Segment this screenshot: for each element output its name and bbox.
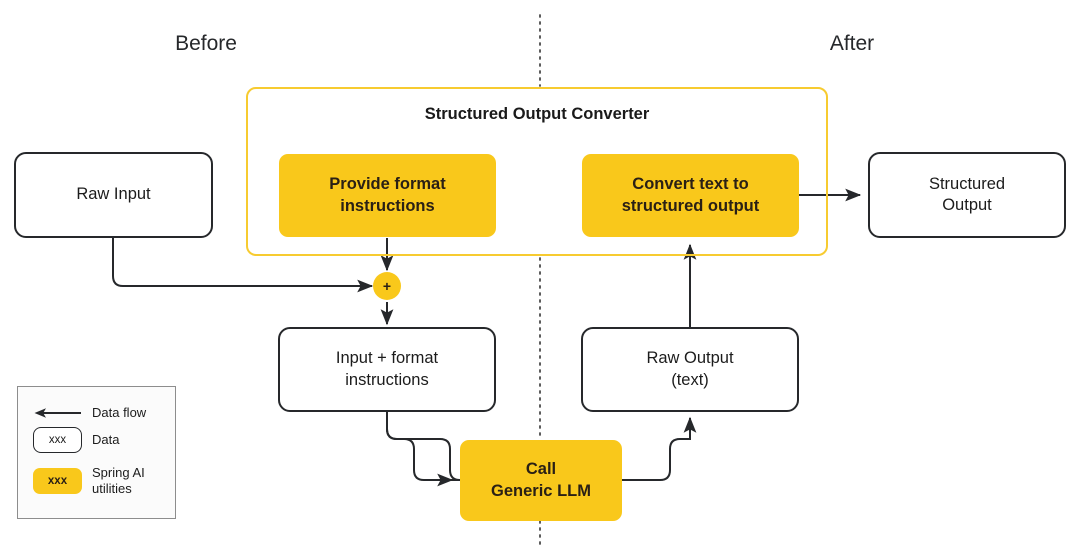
node-provide-format-instructions[interactable]: Provide format instructions (279, 154, 496, 237)
node-structured-output[interactable]: Structured Output (868, 152, 1066, 238)
legend-label-data-flow: Data flow (92, 405, 147, 420)
node-input-plus-format-instructions[interactable]: Input + format instructions (278, 327, 496, 412)
node-convert-text-to-structured-output-label: Convert text to structured output (621, 175, 760, 215)
legend-label-data: Data (92, 431, 120, 447)
legend-item-data: xxx Data (33, 427, 119, 453)
node-convert-text-to-structured-output[interactable]: Convert text to structured output (582, 154, 799, 237)
phase-label-before: Before (175, 32, 237, 55)
node-call-generic-llm[interactable]: Call Generic LLM (460, 440, 622, 521)
phase-label-after: After (829, 32, 875, 55)
node-merge-junction[interactable]: + (373, 272, 401, 300)
legend-item-data-flow: Data flow (33, 405, 146, 421)
node-structured-output-label: Structured Output (928, 174, 1006, 214)
merge-plus-label: + (382, 278, 392, 294)
node-call-generic-llm-label: Call Generic LLM (491, 460, 591, 500)
node-raw-output-text-label: Raw Output (text) (646, 349, 734, 389)
node-raw-input[interactable]: Raw Input (14, 152, 213, 238)
legend-swatch-data-text: xxx (48, 434, 67, 446)
legend-swatch-data: xxx (33, 427, 82, 453)
legend-item-spring-ai-utilities: xxx Spring AI utilities (33, 465, 145, 498)
structured-output-converter-group (246, 87, 828, 256)
edge-call-llm-to-raw-output (622, 416, 697, 481)
edge-input-format-to-call-llm-arrow (386, 411, 454, 487)
legend-swatch-spring-ai-utilities: xxx (33, 468, 82, 495)
node-provide-format-instructions-label: Provide format instructions (329, 175, 446, 215)
data-flow-arrow-icon (33, 406, 82, 420)
node-raw-output-text[interactable]: Raw Output (text) (581, 327, 799, 412)
edge-input-format-to-call-llm (386, 411, 461, 481)
legend-label-spring-ai-utilities: Spring AI utilities (92, 465, 145, 497)
node-input-plus-format-instructions-label: Input + format instructions (335, 349, 439, 389)
structured-output-converter-title: Structured Output Converter (424, 105, 650, 123)
node-raw-input-label: Raw Input (76, 185, 151, 204)
legend-swatch-utilities-text: xxx (47, 475, 68, 488)
legend-box: Data flow xxx Data xxx Spring AI utiliti… (17, 386, 176, 519)
